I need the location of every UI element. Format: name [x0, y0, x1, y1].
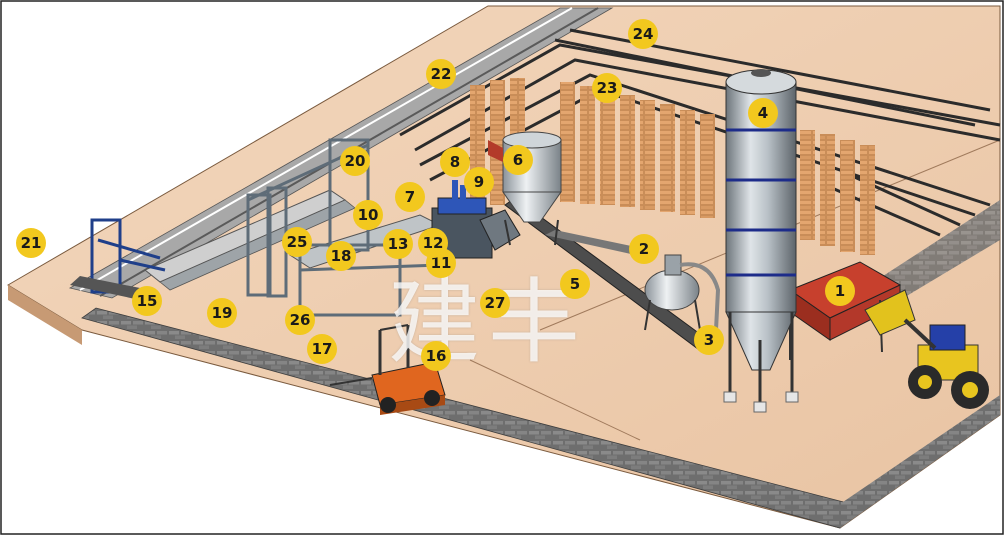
callout-18: 18 — [326, 241, 356, 271]
callout-17: 17 — [307, 334, 337, 364]
stacker-base — [70, 276, 150, 300]
callout-10: 10 — [353, 200, 383, 230]
callout-5: 5 — [560, 269, 590, 299]
callout-27: 27 — [480, 288, 510, 318]
callout-7: 7 — [395, 182, 425, 212]
feeder-belt — [545, 230, 650, 256]
callout-4: 4 — [748, 98, 778, 128]
callout-20: 20 — [340, 146, 370, 176]
callout-11: 11 — [426, 248, 456, 278]
callout-9: 9 — [464, 167, 494, 197]
callout-25: 25 — [282, 227, 312, 257]
brick-kerb-right — [840, 395, 1000, 528]
wheel-loader — [864, 289, 989, 409]
callout-16: 16 — [421, 341, 451, 371]
slab-edge-left — [8, 285, 82, 345]
rail-line-1 — [79, 7, 573, 291]
callout-6: 6 — [503, 145, 533, 175]
conveyor-lines — [144, 189, 442, 291]
callout-15: 15 — [132, 286, 162, 316]
callout-2: 2 — [629, 234, 659, 264]
forklift — [329, 324, 446, 415]
callout-24: 24 — [628, 19, 658, 49]
callout-3: 3 — [694, 325, 724, 355]
callout-23: 23 — [592, 73, 622, 103]
callout-26: 26 — [285, 305, 315, 335]
callout-13: 13 — [383, 229, 413, 259]
callout-12: 12 — [418, 228, 448, 258]
callout-22: 22 — [426, 59, 456, 89]
watermark-text: 建丰 — [388, 269, 589, 376]
callout-21: 21 — [16, 228, 46, 258]
callout-1: 1 — [825, 276, 855, 306]
callout-8: 8 — [440, 147, 470, 177]
concrete-mixer — [644, 254, 721, 331]
floor-seam-2 — [469, 359, 641, 441]
brick-walkway — [880, 200, 1000, 300]
callout-19: 19 — [207, 298, 237, 328]
